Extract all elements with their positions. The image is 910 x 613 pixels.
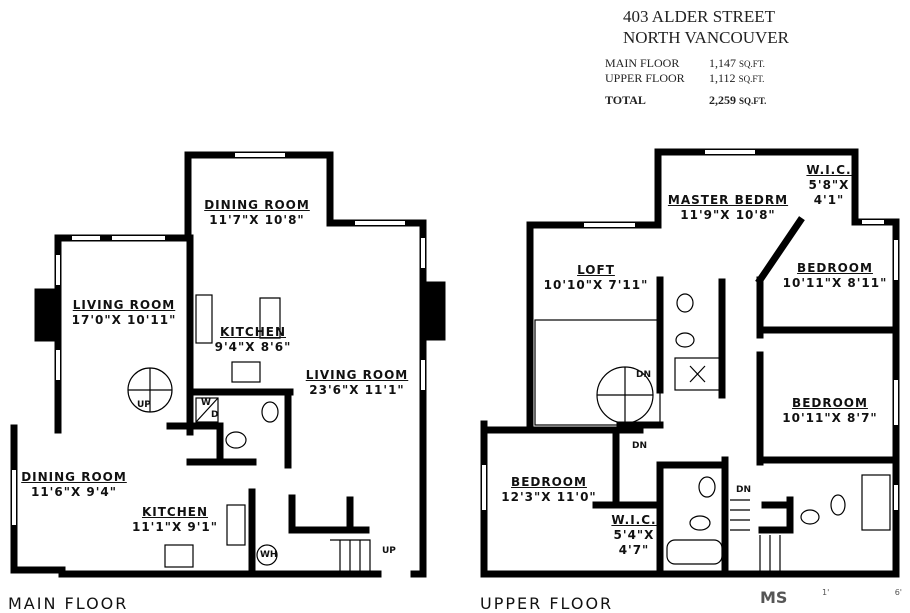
stair-up-label: UP (382, 546, 396, 556)
washer-label: W (201, 398, 211, 408)
room-name: KITCHEN (141, 505, 209, 519)
scale-bar: 1' 6' (822, 588, 902, 597)
room-dimensions: 10'10"X 7'11" (543, 278, 649, 292)
room-bedroom-east: BEDROOM 10'11"X 8'7" (782, 396, 877, 426)
room-wic-sw: W.I.C. 5'4"X 4'7" (611, 513, 656, 558)
spiral-stair-up-label: UP (137, 400, 151, 410)
water-heater-label: WH (260, 550, 278, 560)
room-master-bedroom: MASTER BEDRM 11'9"X 10'8" (668, 193, 788, 223)
dryer-label: D (211, 410, 219, 420)
room-name: BEDROOM (511, 475, 587, 489)
scale-end: 6' (894, 588, 902, 597)
area-label: UPPER FLOOR (605, 71, 685, 85)
area-value: 1,112 (709, 71, 736, 85)
room-dimensions: 4'1" (813, 193, 845, 207)
room-name: LOFT (577, 263, 615, 277)
room-dimensions: 10'11"X 8'7" (782, 411, 878, 425)
property-header: 403 ALDER STREET NORTH VANCOUVER MAIN FL… (595, 6, 895, 108)
area-unit: SQ.FT. (739, 59, 765, 69)
total-unit: SQ.FT. (739, 96, 767, 106)
room-dimensions: 11'1"X 9'1" (131, 520, 219, 534)
room-kitchen-lower: KITCHEN 11'1"X 9'1" (132, 505, 218, 535)
room-name: LIVING ROOM (305, 368, 409, 382)
room-dimensions: 23'6"X 11'1" (309, 383, 405, 397)
room-name: BEDROOM (792, 396, 868, 410)
hall-down-label: DN (632, 441, 648, 451)
stair-down-label: DN (736, 485, 752, 495)
room-name: DINING ROOM (21, 470, 127, 484)
room-dimensions: 11'9"X 10'8" (680, 208, 776, 222)
room-dimensions: 12'3"X 11'0" (501, 490, 597, 504)
area-row-main: MAIN FLOOR 1,147 SQ.FT. (595, 56, 895, 71)
total-value: 2,259 (709, 93, 736, 107)
room-dimensions: 9'4"X 8'6" (214, 340, 292, 354)
room-name: W.I.C. (806, 163, 852, 177)
room-name: BEDROOM (797, 261, 873, 275)
room-dimensions: 10'11"X 8'11" (782, 276, 888, 290)
area-row-total: TOTAL 2,259 SQ.FT. (595, 93, 895, 108)
address-line-2: NORTH VANCOUVER (623, 28, 790, 47)
area-unit: SQ.FT. (738, 74, 765, 84)
area-label: MAIN FLOOR (605, 56, 680, 70)
total-value-wrap: 2,259 SQ.FT. (709, 93, 829, 108)
room-dimensions: 4'7" (618, 543, 650, 557)
room-bedroom-sw: BEDROOM 12'3"X 11'0" (501, 475, 596, 505)
area-value-wrap: 1,112 SQ.FT. (709, 71, 829, 86)
room-name: KITCHEN (219, 325, 287, 339)
scale-start: 1' (822, 588, 830, 597)
room-name: MASTER BEDRM (667, 193, 789, 207)
area-summary: MAIN FLOOR 1,147 SQ.FT. UPPER FLOOR 1,11… (595, 56, 895, 108)
area-row-upper: UPPER FLOOR 1,112 SQ.FT. (595, 71, 895, 86)
room-living-room-west: LIVING ROOM 17'0"X 10'11" (72, 298, 177, 328)
room-dimensions: 11'6"X 9'4" (30, 485, 118, 499)
brand-logo: MS (760, 588, 788, 607)
room-kitchen-upper: KITCHEN 9'4"X 8'6" (215, 325, 292, 355)
address-line-1: 403 ALDER STREET (623, 7, 776, 26)
room-living-room-east: LIVING ROOM 23'6"X 11'1" (306, 368, 409, 398)
room-dining-room-lower: DINING ROOM 11'6"X 9'4" (21, 470, 127, 500)
total-label: TOTAL (605, 93, 646, 107)
room-dimensions: 11'7"X 10'8" (209, 213, 305, 227)
spiral-stair-down-label: DN (636, 370, 652, 380)
room-name: W.I.C. (611, 513, 657, 527)
room-dimensions: 17'0"X 10'11" (71, 313, 177, 327)
room-wic-master: W.I.C. 5'8"X 4'1" (806, 163, 851, 208)
room-name: DINING ROOM (204, 198, 310, 212)
upper-floor-title: UPPER FLOOR (480, 594, 614, 613)
room-name: LIVING ROOM (72, 298, 176, 312)
area-value: 1,147 (709, 56, 736, 70)
room-dimensions: 5'4"X (613, 528, 655, 542)
room-dining-room-main: DINING ROOM 11'7"X 10'8" (204, 198, 310, 228)
room-loft: LOFT 10'10"X 7'11" (544, 263, 649, 293)
room-dimensions: 5'8"X (808, 178, 850, 192)
room-bedroom-ne: BEDROOM 10'11"X 8'11" (783, 261, 888, 291)
main-floor-title: MAIN FLOOR (8, 594, 129, 613)
area-value-wrap: 1,147 SQ.FT. (709, 56, 829, 71)
